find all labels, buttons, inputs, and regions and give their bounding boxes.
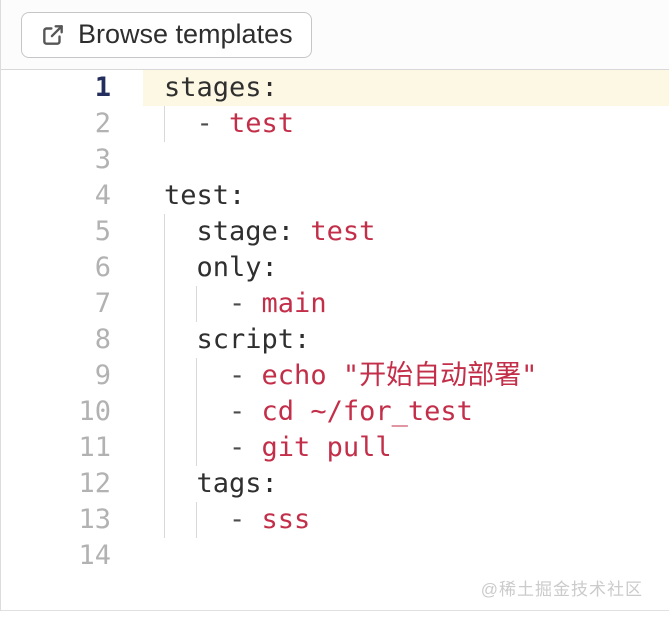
code-content: - sss [143,502,669,538]
line-number: 3 [94,144,111,175]
code-content [143,142,669,178]
indent-guide [164,502,165,538]
code-line[interactable]: 13 - sss [1,502,669,538]
code-line[interactable]: 9 - echo "开始自动部署" [1,358,669,394]
code-content: stages: [143,70,669,106]
indent-guide [164,106,165,142]
line-number: 10 [78,396,111,427]
yaml-dash: - [229,432,262,463]
yaml-dash: - [229,360,262,391]
code-line[interactable]: 8 script: [1,322,669,358]
code-content [143,538,669,574]
line-number: 6 [94,252,111,283]
code-editor[interactable]: 1 stages: 2 - test 3 4 test: 5 stage: te… [1,70,669,611]
code-content: - main [143,286,669,322]
indent-guide [164,430,165,466]
indent-guide [164,466,165,502]
indent-guide [164,286,165,322]
code-content: - cd ~/for_test [143,394,669,430]
code-line[interactable]: 5 stage: test [1,214,669,250]
yaml-key: test: [164,180,246,211]
yaml-value: echo "开始自动部署" [261,360,538,391]
code-line[interactable]: 12 tags: [1,466,669,502]
line-number: 13 [78,504,111,535]
yaml-dash: - [196,108,230,139]
line-number: 8 [94,324,111,355]
code-content: only: [143,250,669,286]
indent-guide [164,394,165,430]
code-line[interactable]: 10 - cd ~/for_test [1,394,669,430]
indent-guide [196,430,197,466]
browse-templates-label: Browse templates [78,19,293,49]
indent-guide [196,358,197,394]
code-content: - test [143,106,669,142]
yaml-key: only: [196,252,278,283]
yaml-value: cd ~/for_test [261,396,473,427]
code-content: tags: [143,466,669,502]
line-number: 12 [78,468,111,499]
watermark: @稀土掘金技术社区 [480,580,643,599]
yaml-dash: - [229,396,262,427]
yaml-value: test [310,216,376,247]
code-line[interactable]: 11 - git pull [1,430,669,466]
yaml-key: script: [196,324,311,355]
code-content: stage: test [143,214,669,250]
code-content: - git pull [143,430,669,466]
line-number: 1 [94,72,111,103]
yaml-key: stages: [164,72,278,103]
indent-guide [164,358,165,394]
yaml-key: tags: [196,468,278,499]
code-content: - echo "开始自动部署" [143,358,669,394]
code-line[interactable]: 3 [1,142,669,178]
yaml-dash: - [229,504,262,535]
yaml-key: stage: [196,216,311,247]
code-line[interactable]: 7 - main [1,286,669,322]
code-line[interactable]: 2 - test [1,106,669,142]
indent-guide [164,250,165,286]
indent-guide [196,394,197,430]
line-number: 5 [94,216,111,247]
code-content: test: [143,178,669,214]
line-number: 9 [94,360,111,391]
indent-guide [164,214,165,250]
editor-toolbar: Browse templates [1,0,669,70]
external-link-icon [40,22,66,48]
indent-guide [164,322,165,358]
indent-guide [196,502,197,538]
yaml-value: main [261,288,327,319]
yaml-dash: - [229,288,262,319]
code-line[interactable]: 4 test: [1,178,669,214]
line-number: 4 [94,180,111,211]
indent-guide [196,286,197,322]
line-number: 14 [78,540,111,571]
code-line[interactable]: 6 only: [1,250,669,286]
line-number: 11 [78,432,111,463]
line-number: 2 [94,108,111,139]
code-content: script: [143,322,669,358]
line-number: 7 [94,288,111,319]
yaml-value: sss [261,504,311,535]
code-line[interactable]: 1 stages: [1,70,669,106]
code-line[interactable]: 14 [1,538,669,574]
browse-templates-button[interactable]: Browse templates [21,11,312,58]
yaml-value: test [229,108,295,139]
yaml-value: git pull [261,432,392,463]
